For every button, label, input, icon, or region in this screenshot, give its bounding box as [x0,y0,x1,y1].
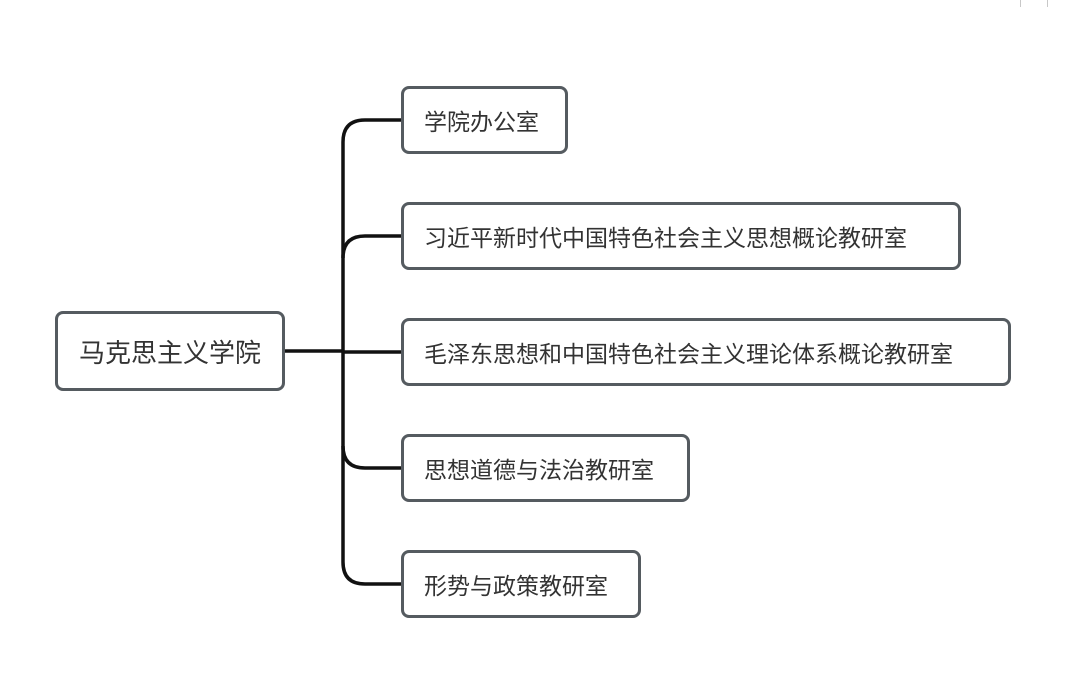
connector-child-0 [341,118,401,143]
connector-child-1 [341,234,401,259]
corner-bracket [1020,0,1048,7]
child-node-morality-law-office[interactable]: 思想道德与法治教研室 [401,434,690,502]
child-node-label: 形势与政策教研室 [424,574,608,600]
root-node-label: 马克思主义学院 [78,338,261,369]
child-node-label: 思想道德与法治教研室 [424,458,654,484]
child-node-policy-office[interactable]: 形势与政策教研室 [401,550,641,618]
root-node[interactable]: 马克思主义学院 [55,311,285,391]
child-node-label: 习近平新时代中国特色社会主义思想概论教研室 [424,226,907,252]
child-node-label: 学院办公室 [424,110,539,136]
child-node-xi-thought-office[interactable]: 习近平新时代中国特色社会主义思想概论教研室 [401,202,961,270]
connector-child-4 [341,561,401,586]
child-node-mao-theory-office[interactable]: 毛泽东思想和中国特色社会主义理论体系概论教研室 [401,318,1011,386]
child-node-office[interactable]: 学院办公室 [401,86,568,154]
connector-child-3 [341,445,401,470]
child-node-label: 毛泽东思想和中国特色社会主义理论体系概论教研室 [424,342,953,368]
